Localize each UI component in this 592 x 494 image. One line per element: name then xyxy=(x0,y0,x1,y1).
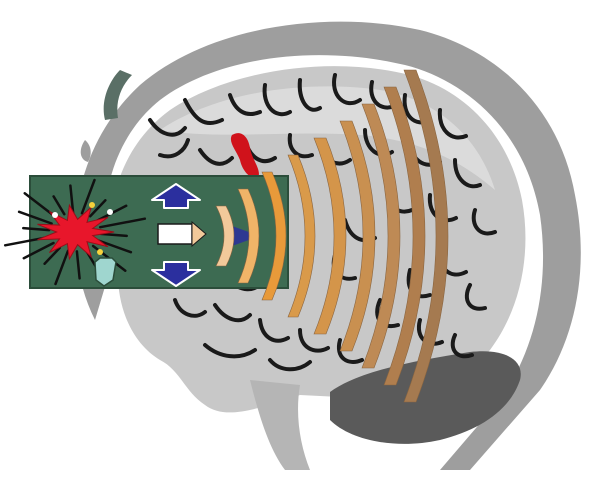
blast-spark xyxy=(107,209,113,215)
blast-spark xyxy=(52,212,58,218)
blast-spark xyxy=(97,249,103,255)
blast-spark xyxy=(89,202,95,208)
